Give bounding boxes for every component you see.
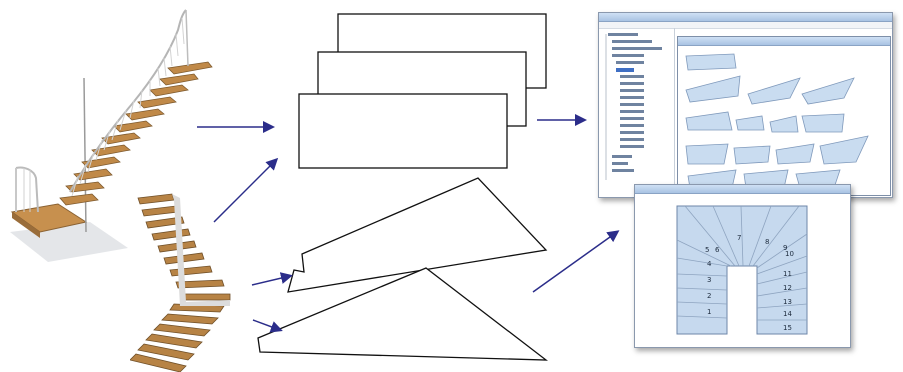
main-app-window[interactable] (598, 12, 893, 198)
menu-bar[interactable] (599, 22, 892, 29)
project-tree[interactable] (599, 28, 675, 197)
step-number: 2 (707, 292, 711, 300)
step-number: 14 (783, 310, 792, 318)
window-title (599, 13, 892, 22)
tread-outlines (257, 177, 548, 361)
l-shaped-staircase-illustration (130, 193, 231, 372)
step-number: 1 (707, 308, 711, 316)
parts-window[interactable] (677, 36, 891, 196)
step-number: 15 (783, 324, 792, 332)
step-number: 8 (765, 238, 769, 246)
flow-arrow-icon (532, 230, 620, 293)
step-number: 4 (707, 260, 712, 268)
step-number: 5 (705, 246, 709, 254)
step-number: 9 (783, 244, 787, 252)
steps-plan-window[interactable]: 5 6 4 3 2 1 7 8 9 10 11 12 13 14 15 (634, 184, 851, 348)
step-number: 7 (737, 234, 741, 242)
flow-arrow-icon (213, 157, 279, 223)
panel-stack (298, 13, 547, 169)
spiral-staircase-illustration (10, 9, 213, 262)
flow-arrow-icon (251, 272, 293, 286)
tree-lines (605, 33, 662, 180)
steps-plan-drawing: 5 6 4 3 2 1 7 8 9 10 11 12 13 14 15 (676, 205, 808, 335)
step-number-labels: 5 6 4 3 2 1 7 8 9 10 11 12 13 14 15 (705, 234, 794, 332)
step-number: 12 (783, 284, 792, 292)
parts-layout (685, 53, 869, 189)
steps-window-title (635, 185, 850, 194)
step-number: 11 (783, 270, 792, 278)
parts-window-title (678, 37, 890, 46)
step-number: 6 (715, 246, 720, 254)
flow-arrow-icon (252, 319, 283, 333)
step-number: 13 (783, 298, 792, 306)
step-number: 3 (707, 276, 711, 284)
step-number: 10 (785, 250, 794, 258)
